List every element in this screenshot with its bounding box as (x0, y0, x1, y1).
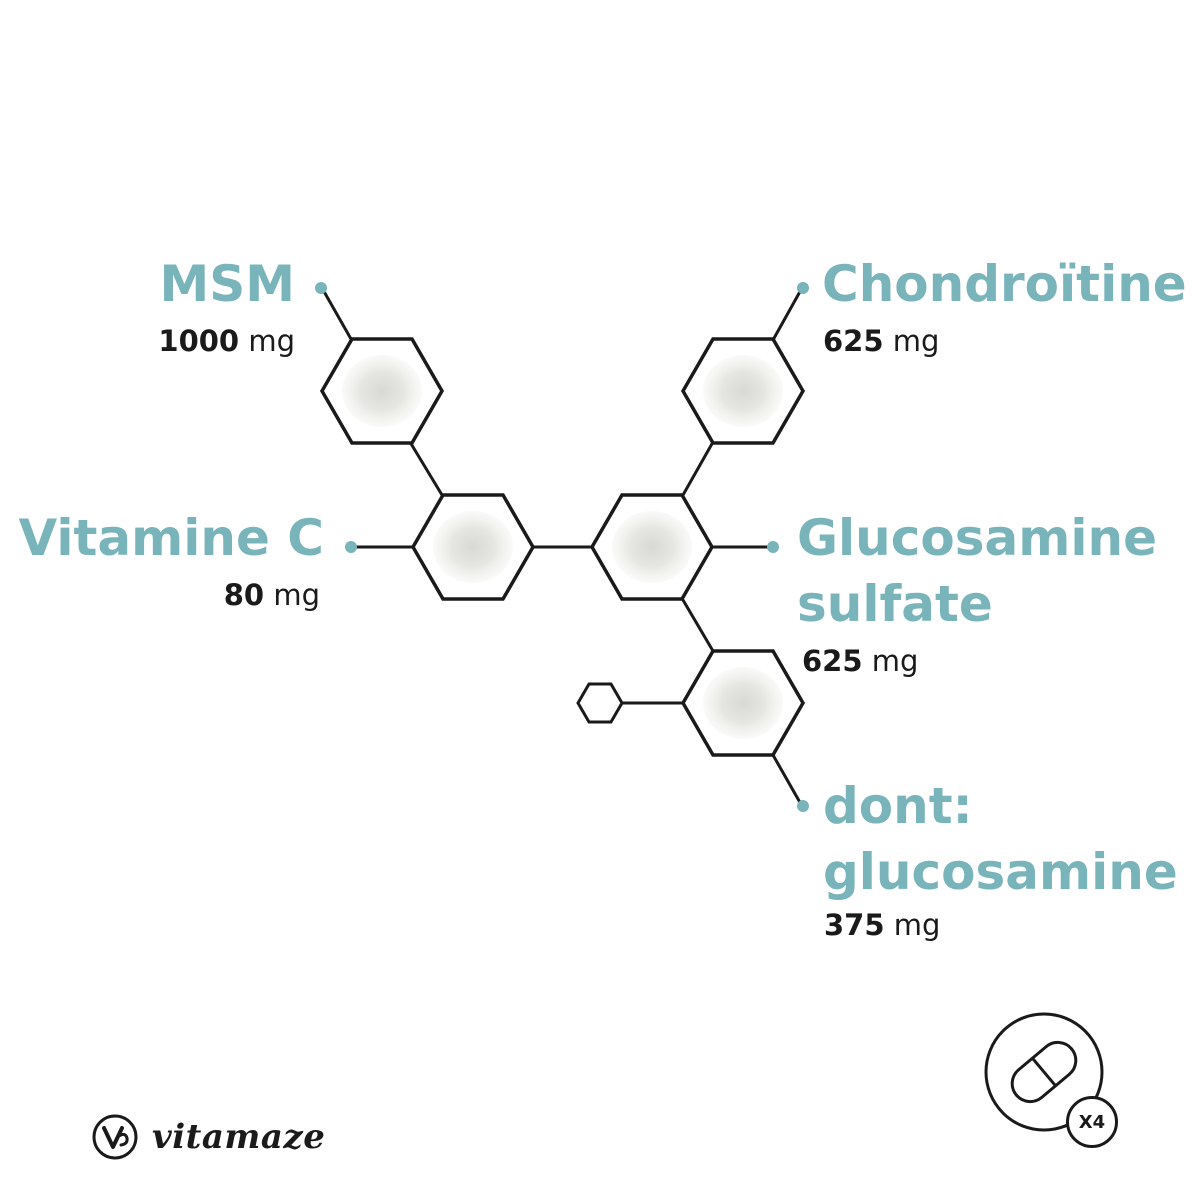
label-glucosamine-name-line2: glucosamine (823, 843, 1178, 901)
dot-vitamine-c (345, 541, 357, 553)
ring-center (589, 493, 715, 601)
ring-glucosamine (680, 649, 806, 757)
glucosamine-sulfate-unit: mg (871, 644, 919, 678)
label-glucosamine-name-line1: dont: (823, 777, 973, 835)
label-msm-name: MSM (159, 255, 295, 313)
label-chondroitine-name: Chondroïtine (822, 255, 1187, 313)
dot-chondroitine (797, 282, 809, 294)
glucosamine-amount: 375 (824, 908, 885, 942)
vitamine-c-unit: mg (273, 578, 320, 612)
label-glucosamine-sulfate-dose: 625 mg (802, 644, 918, 678)
label-msm-dose: 1000 mg (158, 324, 295, 358)
chondroitine-amount: 625 (823, 324, 884, 358)
chondroitine-unit: mg (892, 324, 940, 358)
dot-glucosamine-sulfate (767, 541, 779, 553)
brand-name: vitamaze (152, 1117, 326, 1157)
label-vitamine-c-name: Vitamine C (18, 509, 324, 567)
label-glucosamine-sulfate-name-line1: Glucosamine (797, 509, 1158, 567)
small-ring (576, 682, 624, 724)
glucosamine-unit: mg (893, 908, 941, 942)
bond-msm-vitc-ring (408, 440, 444, 497)
brand: vitamaze (92, 1114, 325, 1160)
bond-chondro-center (681, 440, 715, 497)
bond-msm-dot (320, 286, 353, 341)
vitamine-c-amount: 80 (223, 578, 265, 612)
label-chondroitine-dose: 625 mg (823, 324, 939, 358)
ring-msm (319, 337, 445, 445)
dot-glucosamine (797, 800, 809, 812)
label-glucosamine-dose: 375 mg (824, 908, 940, 942)
msm-amount: 1000 (158, 324, 240, 358)
capsule-quantity-badge: X4 (1066, 1096, 1118, 1148)
msm-unit: mg (248, 324, 295, 358)
dot-msm (315, 282, 327, 294)
vitamaze-logo-icon (92, 1114, 138, 1160)
bond-chondro-dot (771, 286, 804, 342)
ring-vitamine-c (410, 493, 536, 601)
bond-center-lower (681, 598, 715, 653)
bond-glucosamine-dot (771, 753, 804, 808)
glucosamine-sulfate-amount: 625 (802, 644, 863, 678)
label-glucosamine-sulfate-name-line2: sulfate (797, 575, 993, 633)
label-vitamine-c-dose: 80 mg (224, 578, 320, 612)
ring-chondroitine (680, 337, 806, 445)
capsule-icon (984, 1012, 1104, 1132)
